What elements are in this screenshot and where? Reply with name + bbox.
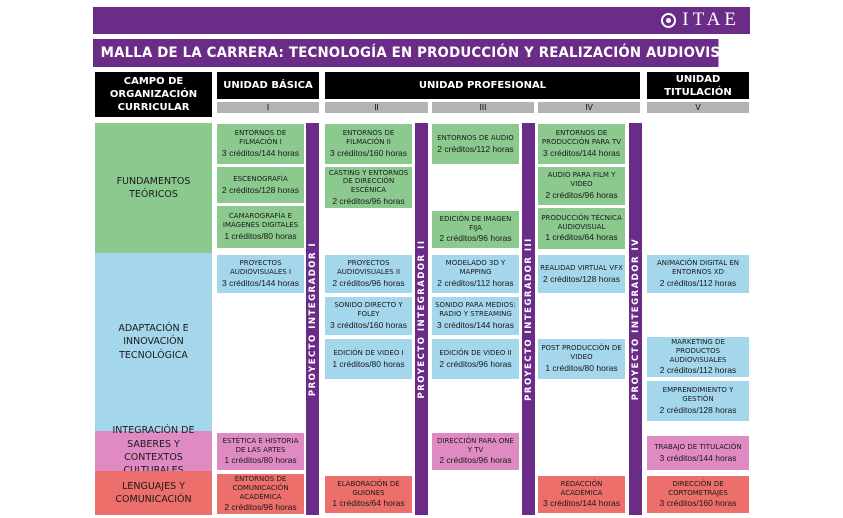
itae-logo-icon [661,12,677,28]
semester-iii: III [432,102,534,113]
logo-text: ITAE [682,9,740,30]
header-unidad-titulacion: UNIDAD TITULACIÓN [647,72,749,99]
proyecto-integrador-iii-bar: PROYECTO INTEGRADOR III [522,123,535,515]
field-integracion: INTEGRACIÓN DE SABERES Y CONTEXTOS CULTU… [95,425,212,476]
header-unidad-profesional: UNIDAD PROFESIONAL [325,72,640,99]
field-adaptacion: ADAPTACIÓN E INNOVACIÓN TECNOLÓGICA [95,253,212,431]
semester-i: I [217,102,319,113]
semester-iv: IV [538,102,640,113]
itae-logo: ITAE [661,9,740,31]
field-fundamentos: FUNDAMENTOS TEÓRICOS [95,123,212,253]
proyecto-integrador-iv-bar: PROYECTO INTEGRADOR IV [629,123,642,515]
header-campo: CAMPO DE ORGANIZACIÓN CURRICULAR [95,72,212,117]
course-casting: CASTING Y ENTORNOS DE DIRECCIÓN ESCÉNICA… [325,167,412,208]
top-banner: ITAE [93,7,750,34]
semester-ii: II [325,102,428,113]
proyecto-integrador-i-bar: PROYECTO INTEGRADOR I [306,123,319,515]
proyecto-integrador-ii-bar: PROYECTO INTEGRADOR II [415,123,428,515]
page-title: MALLA DE LA CARRERA: TECNOLOGÍA EN PRODU… [93,39,750,67]
header-unidad-basica: UNIDAD BÁSICA [217,72,319,99]
semester-v: V [647,102,749,113]
field-lenguajes: LENGUAJES Y COMUNICACIÓN [95,471,212,515]
